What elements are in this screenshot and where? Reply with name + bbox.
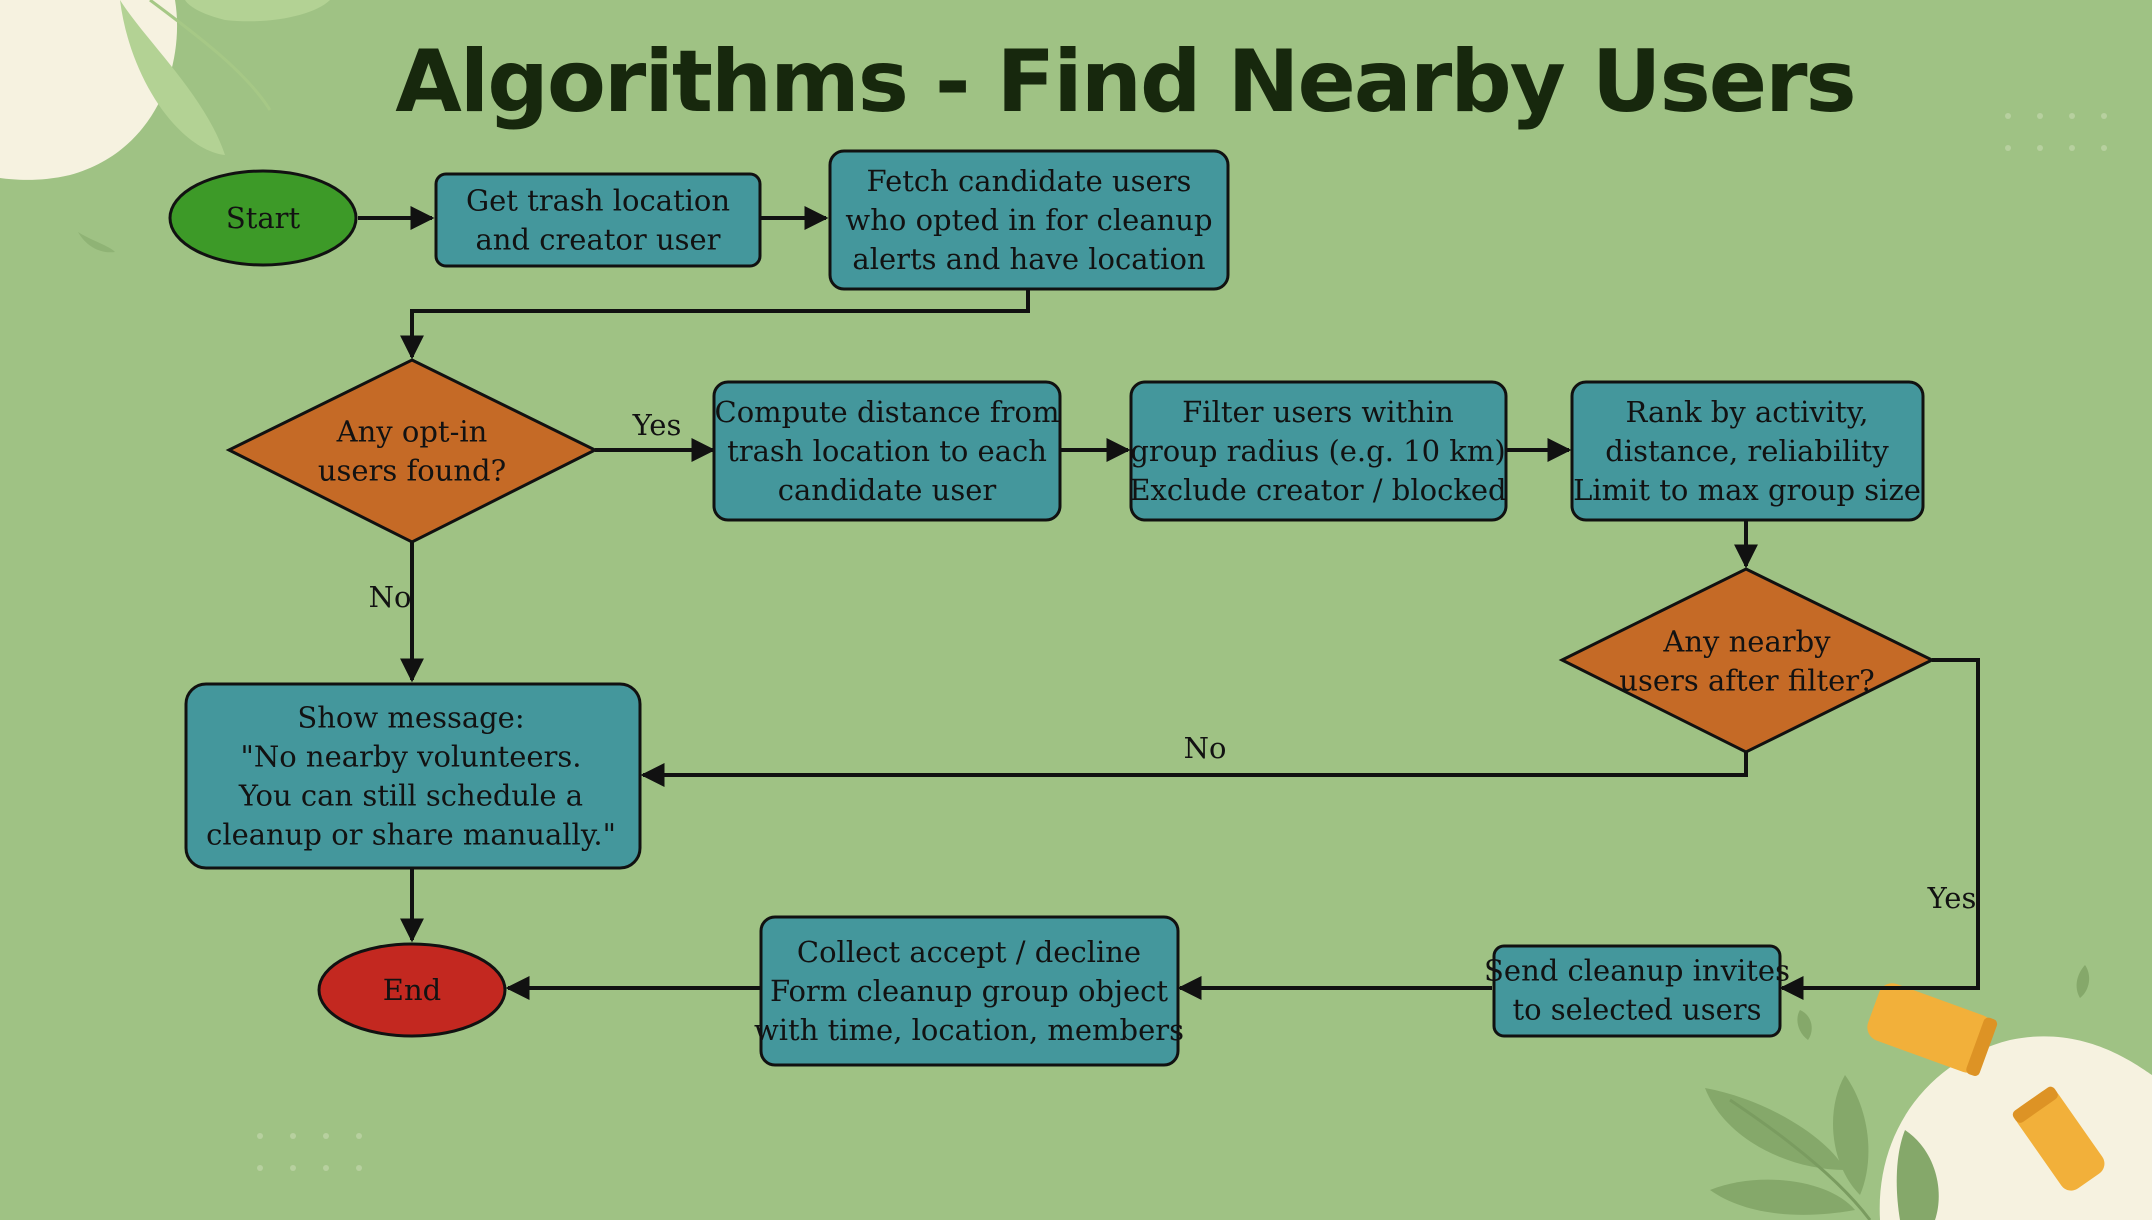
node-label: Show message: "No nearby volunteers. You c… [206,701,616,852]
page-title: Algorithms - Find Nearby Users [395,32,1857,132]
edge-label-nearby-yes: Yes [1927,881,1977,915]
edge-label-nearby-no: No [1184,731,1227,765]
node-label-line: trash location to each [727,434,1047,468]
node-label: End [383,973,441,1007]
get-trash-location-node: Get trash location and creator user [434,172,762,268]
node-label-line: with time, location, members [754,1013,1184,1047]
leaf-icon-top-left-1 [120,0,225,155]
leaf-icon-bottom-right-2 [1833,1075,1869,1195]
node-label-line: Exclude creator / blocked [1129,473,1506,507]
node-label-line: distance, reliability [1605,434,1889,468]
node-label-line: Compute distance from [715,395,1060,429]
node-label: Get trash location and creator user [466,184,730,257]
node-label-line: Filter users within [1182,395,1454,429]
edge-nearby-yes-to-send [1779,658,1980,1000]
filter-users-node: Filter users within group radius (e.g. 10… [1129,380,1508,522]
dot-grid-top-right [2005,113,2107,151]
leaf-icon-bottom-right-3 [1710,1179,1855,1215]
node-label-line: Fetch candidate users [867,164,1192,198]
any-nearby-decision: Any nearby users after filter? [1558,567,1936,754]
node-label-line: users found? [318,454,506,488]
node-label: Start [226,201,301,235]
edge-fetch-to-any-optin [400,289,1030,360]
node-label-line: and creator user [475,223,720,257]
node-label-line: Send cleanup invites [1484,954,1790,988]
node-label-line: Start [226,201,301,235]
node-label-line: Any opt-in [336,415,488,449]
node-label: Filter users within group radius (e.g. 10… [1129,395,1506,507]
edge-label-optin-yes: Yes [632,408,682,442]
leaf-icon-small-right-2 [1797,1010,1812,1040]
can-icon-2 [2012,1086,2105,1191]
leaf-icon-bottom-right-4 [1896,1130,1939,1220]
can-icon-1 [1867,983,1998,1076]
leaf-stem-icon [1729,1098,1872,1220]
node-label: Fetch candidate users who opted in for cl… [845,164,1212,276]
node-label: Any nearby users after filter? [1619,625,1874,698]
node-label: Compute distance from trash location to e… [715,395,1060,507]
node-label-line: Show message: [297,701,524,735]
node-label-line: users after filter? [1619,664,1874,698]
show-message-node: Show message: "No nearby volunteers. You c… [184,682,642,870]
end-node: End [317,942,507,1038]
any-optin-decision: Any opt-in users found? [225,358,599,544]
node-label-line: Limit to max group size [1573,473,1921,507]
start-node: Start [168,169,358,267]
node-label-line: You can still schedule a [238,779,583,813]
node-label-line: Rank by activity, [1626,395,1869,429]
node-label: Send cleanup invites to selected users [1484,954,1790,1027]
edge-label-optin-no: No [369,580,412,614]
node-label-line: "No nearby volunteers. [241,740,582,774]
leaf-icon-small-left [78,232,115,253]
compute-distance-node: Compute distance from trash location to e… [712,380,1062,522]
node-label-line: cleanup or share manually." [206,818,616,852]
node-label-line: candidate user [778,473,997,507]
node-label-line: alerts and have location [852,242,1205,276]
node-label-line: Any nearby [1662,625,1831,659]
node-label-line: to selected users [1512,993,1761,1027]
node-label-line: Collect accept / decline [797,935,1141,969]
node-label-line: group radius (e.g. 10 km) [1130,434,1505,468]
node-label-line: Form cleanup group object [770,974,1168,1008]
send-invites-node: Send cleanup invites to selected users [1484,944,1790,1038]
edge-nearby-no-to-show-msg [640,752,1748,787]
node-label-line: Get trash location [466,184,730,218]
leaf-icon-small-right-1 [2076,965,2090,998]
node-label: Any opt-in users found? [318,415,506,488]
node-label-line: who opted in for cleanup [845,203,1212,237]
leaf-icon-top-left-3 [149,0,272,111]
fetch-candidates-node: Fetch candidate users who opted in for cl… [828,149,1230,291]
node-label-line: End [383,973,441,1007]
dot-grid-bottom-left [257,1133,362,1171]
leaf-icon-top-left-2 [185,0,330,22]
